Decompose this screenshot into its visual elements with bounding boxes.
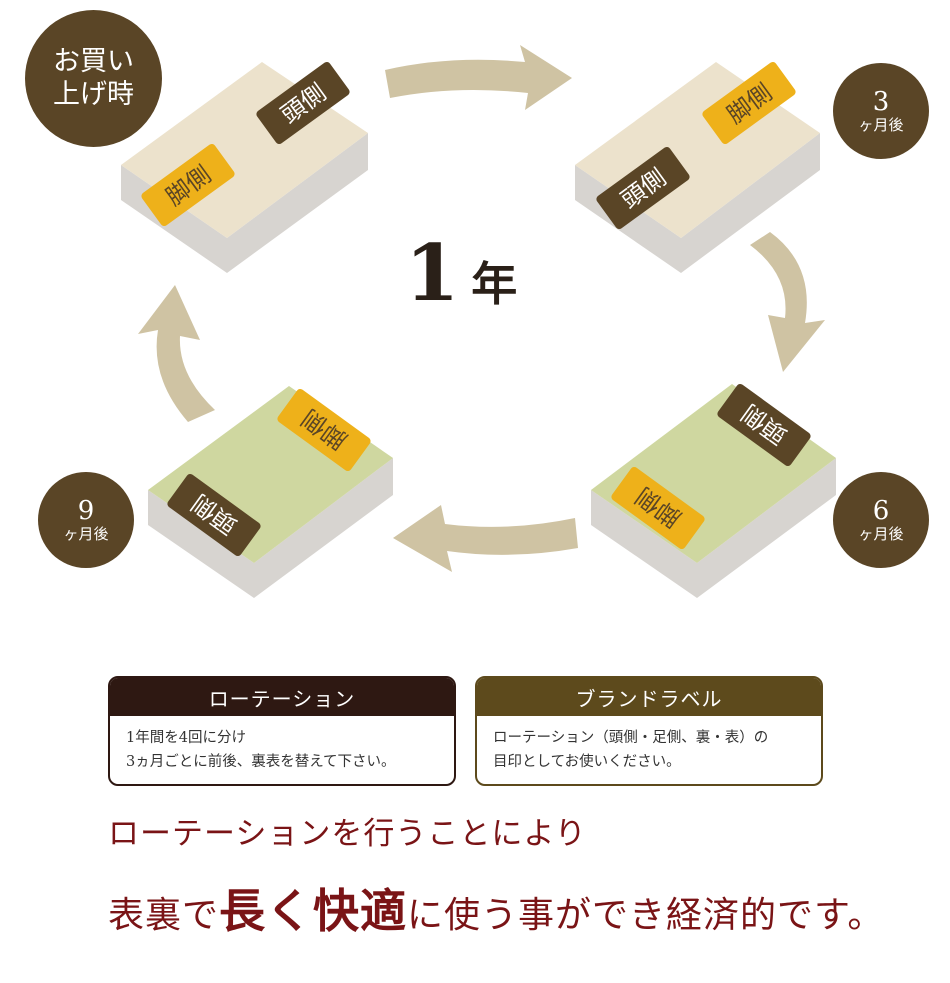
mattress-6m: 頭側 脚側 [591, 383, 836, 598]
brand-label-info-line1: ローテーション（頭側・足側、裏・表）の [493, 730, 769, 746]
badge-6-months: 6 ヶ月後 [833, 472, 929, 568]
cycle-period-number: 1 [405, 228, 460, 319]
mattress-9m: 脚側 頭側 [148, 386, 393, 598]
brand-label-info-line2: 目印としてお使いください。 [493, 754, 681, 770]
mattress-start: 頭側 脚側 [121, 61, 368, 273]
badge-purchase-text: お買い上げ時 [53, 46, 134, 110]
brand-label-info-box: ブランドラベル ローテーション（頭側・足側、裏・表）の 目印としてお使いください… [475, 676, 823, 786]
rotation-info-body: 1年間を4回に分け 3ヵ月ごとに前後、裏表を替えて下さい。 [110, 716, 454, 784]
benefit-message-emphasis: 長く快適 [219, 884, 408, 938]
badge-3-months: 3 ヶ月後 [833, 63, 929, 159]
cycle-period: 1 年 [405, 228, 517, 328]
benefit-message-line1: ローテーションを行うことにより [108, 816, 587, 852]
benefit-message: ローテーションを行うことにより 表裏で長く快適に使う事ができ経済的です。 [108, 808, 928, 941]
cycle-period-unit: 年 [471, 257, 518, 311]
mattress-6m-side [591, 458, 836, 598]
badge-9-months: 9 ヶ月後 [38, 472, 134, 568]
badge-6-num: 6 [872, 496, 890, 527]
arrow-right [750, 232, 825, 372]
mattress-3m: 脚側 頭側 [575, 61, 820, 273]
badge-6-unit: ヶ月後 [858, 525, 904, 544]
benefit-message-line2: 表裏で長く快適に使う事ができ経済的です。 [108, 875, 928, 941]
benefit-message-suffix: に使う事ができ経済的です。 [407, 895, 885, 936]
badge-9-unit: ヶ月後 [63, 525, 109, 544]
mattress-9m-side [148, 458, 393, 598]
arrow-bottom [393, 505, 578, 572]
rotation-info-box: ローテーション 1年間を4回に分け 3ヵ月ごとに前後、裏表を替えて下さい。 [108, 676, 456, 786]
mattress-start-side [121, 133, 368, 273]
brand-label-info-body: ローテーション（頭側・足側、裏・表）の 目印としてお使いください。 [477, 716, 821, 784]
rotation-graphic: 頭側 脚側 脚側 頭側 頭側 [121, 45, 836, 598]
brand-label-info-title: ブランドラベル [477, 678, 821, 716]
rotation-info-line2: 3ヵ月ごとに前後、裏表を替えて下さい。 [126, 754, 396, 770]
mattress-3m-side [575, 133, 820, 273]
badge-3-unit: ヶ月後 [858, 116, 904, 135]
badge-3-num: 3 [872, 87, 890, 118]
rotation-info-title: ローテーション [110, 678, 454, 716]
arrow-top [385, 45, 572, 110]
arrow-left [138, 285, 215, 422]
benefit-message-prefix: 表裏で [108, 895, 220, 936]
rotation-info-line1: 1年間を4回に分け [126, 730, 246, 746]
badge-purchase: お買い上げ時 [25, 10, 162, 147]
rotation-arrows [138, 45, 825, 572]
rotation-diagram: 頭側 脚側 脚側 頭側 頭側 [25, 10, 929, 598]
badge-9-num: 9 [77, 496, 95, 527]
